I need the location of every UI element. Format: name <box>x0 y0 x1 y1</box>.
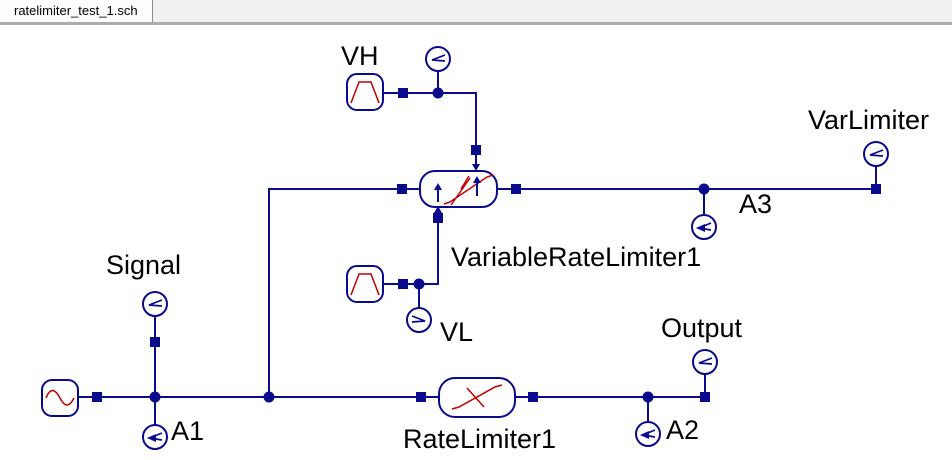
source-body <box>346 265 384 303</box>
voltmeter-icon <box>863 141 889 167</box>
needle-icon <box>698 357 713 365</box>
needle-icon <box>148 299 163 307</box>
voltmeter-probe-signal[interactable] <box>142 291 168 397</box>
tab-bar: ratelimiter_test_1.sch <box>0 0 952 25</box>
needle-icon <box>411 315 426 323</box>
wire-vl-control[interactable] <box>383 218 439 285</box>
voltmeter-icon <box>406 307 432 333</box>
pin <box>92 392 102 402</box>
sine-voltage-source[interactable] <box>41 379 79 417</box>
inner-up-arrowhead-left <box>434 183 442 190</box>
label-output[interactable]: Output <box>661 313 743 343</box>
top-control-arrowhead <box>472 164 480 171</box>
pin <box>398 279 408 289</box>
pin <box>528 392 538 402</box>
vl-trapezoid-source[interactable] <box>346 265 384 303</box>
voltmeter-probe-vl[interactable] <box>406 284 432 333</box>
variable-rate-limiter-component[interactable] <box>419 155 498 213</box>
component-body <box>419 170 498 208</box>
pin <box>433 213 443 223</box>
needle-arrowhead <box>147 434 156 442</box>
vh-trapezoid-source[interactable] <box>346 73 384 111</box>
inner-up-arrowhead-right <box>473 176 481 183</box>
rate-limiter-component[interactable] <box>438 377 516 418</box>
voltmeter-icon <box>142 291 168 317</box>
label-variable-rate-limiter[interactable]: VariableRateLimiter1 <box>451 242 702 272</box>
rate-slope-tick <box>460 175 470 190</box>
rate-slope-cross <box>466 387 485 408</box>
pin <box>398 88 408 98</box>
source-body <box>346 73 384 111</box>
label-varlimiter[interactable]: VarLimiter <box>808 105 930 135</box>
voltmeter-probe-vh[interactable] <box>425 46 451 93</box>
trapezoid-wave-icon <box>350 273 380 296</box>
needle-arrowhead <box>696 224 705 232</box>
tab-ratelimiter-test[interactable]: ratelimiter_test_1.sch <box>0 0 153 22</box>
needle-arrowhead <box>640 431 649 439</box>
pin <box>416 392 426 402</box>
label-vl[interactable]: VL <box>440 317 474 347</box>
label-rate-limiter[interactable]: RateLimiter1 <box>403 424 557 454</box>
rate-slope-cross <box>450 177 471 206</box>
voltmeter-icon <box>692 349 718 375</box>
pin <box>397 184 407 194</box>
label-vh[interactable]: VH <box>341 41 379 71</box>
schematic-canvas[interactable] <box>0 25 952 460</box>
ammeter-probe-a1[interactable] <box>142 397 168 450</box>
rate-slope-icon <box>443 174 494 205</box>
trapezoid-wave-icon <box>350 81 380 104</box>
label-a2[interactable]: A2 <box>666 415 700 445</box>
tab-title: ratelimiter_test_1.sch <box>14 3 138 18</box>
label-a1[interactable]: A1 <box>171 416 205 446</box>
junction-dot <box>263 391 275 403</box>
bottom-control-arrowhead <box>434 206 442 213</box>
voltmeter-probe-output[interactable] <box>692 349 718 397</box>
sine-wave-icon <box>45 389 75 406</box>
label-signal[interactable]: Signal <box>106 250 182 280</box>
label-a3[interactable]: A3 <box>739 189 773 219</box>
ammeter-probe-a3[interactable] <box>691 189 717 240</box>
wire-branch-to-varlimiter[interactable] <box>268 188 420 397</box>
ammeter-probe-a2[interactable] <box>635 397 661 447</box>
pin <box>511 184 521 194</box>
rate-slope-icon <box>451 384 503 410</box>
needle-icon <box>431 54 446 62</box>
pin <box>471 145 481 155</box>
wire-vh-control[interactable] <box>383 92 477 145</box>
voltmeter-probe-varlimiter[interactable] <box>863 141 889 189</box>
voltmeter-icon <box>425 46 451 72</box>
needle-icon <box>869 149 884 157</box>
